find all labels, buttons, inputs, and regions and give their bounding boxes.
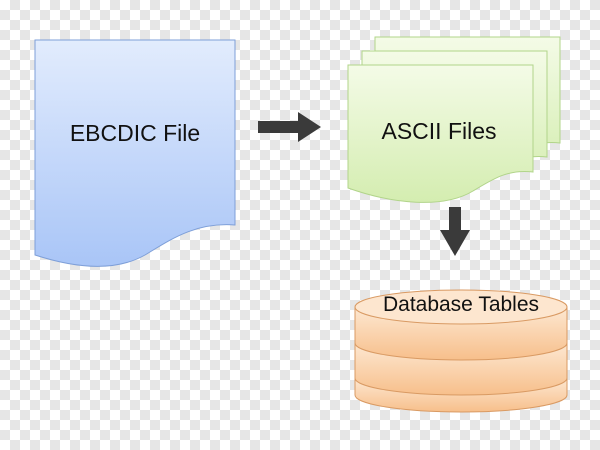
database-tables-node: Database Tables (354, 289, 568, 413)
ebcdic-file-label: EBCDIC File (70, 120, 200, 146)
arrow-ascii-to-database (440, 207, 470, 256)
arrow-right-icon (258, 112, 321, 142)
database-tables-label: Database Tables (383, 293, 539, 316)
arrow-ebcdic-to-ascii (258, 112, 321, 142)
ebcdic-file-node: EBCDIC File (34, 39, 236, 267)
ascii-files-label: ASCII Files (381, 118, 496, 144)
ebcdic-file-shape (34, 39, 236, 267)
ascii-files-node: ASCII Files (347, 36, 561, 203)
arrow-down-icon (440, 207, 470, 256)
ascii-file-sheet-front (347, 64, 534, 203)
database-top (354, 289, 568, 325)
